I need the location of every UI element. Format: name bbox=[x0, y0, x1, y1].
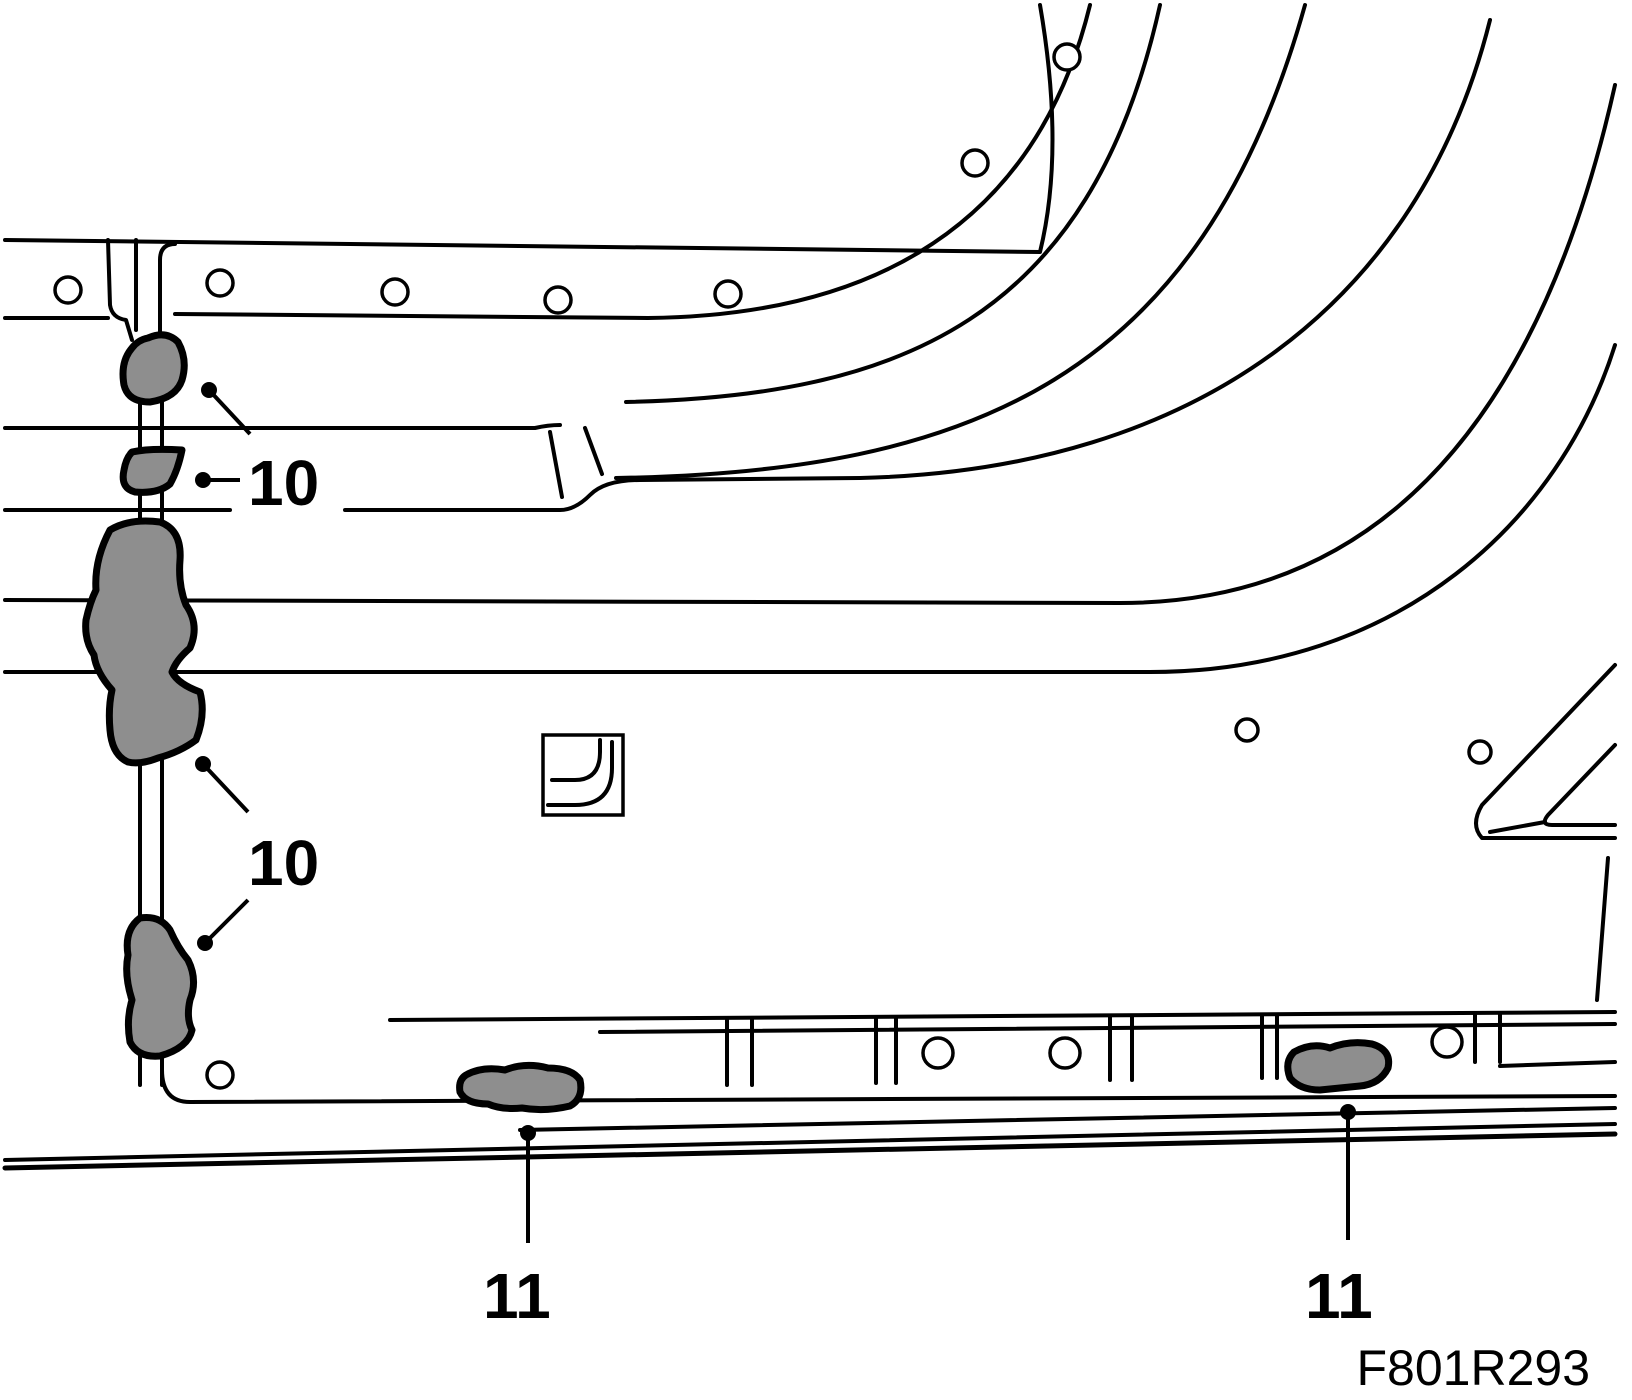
hole bbox=[53, 275, 83, 305]
figure-code: F801R293 bbox=[1357, 1340, 1591, 1396]
rocker-line-3 bbox=[518, 1106, 1617, 1132]
sill-mid-line bbox=[1498, 1060, 1617, 1068]
plug-frame bbox=[541, 733, 625, 817]
sealant-blob-11-right bbox=[1284, 1039, 1393, 1094]
rear-corner bbox=[1474, 663, 1617, 1002]
corner-crease bbox=[1488, 820, 1547, 834]
leader-line-10a-upper bbox=[207, 388, 252, 436]
hole bbox=[1467, 739, 1493, 765]
hole bbox=[1430, 1025, 1464, 1059]
sealant-blobs bbox=[82, 331, 1393, 1114]
sill-bottom-line bbox=[160, 1068, 1617, 1104]
hole bbox=[380, 277, 410, 307]
arch-line-3 bbox=[624, 3, 1162, 404]
hole bbox=[205, 268, 235, 298]
leader-dot bbox=[197, 935, 213, 951]
hole bbox=[543, 285, 573, 315]
square-plug bbox=[541, 733, 625, 817]
arch-line-6 bbox=[3, 83, 1617, 605]
roof-arch-lines bbox=[3, 3, 1617, 674]
hole bbox=[960, 148, 990, 178]
holes bbox=[53, 42, 1493, 1090]
pillar-edge-right-top bbox=[158, 242, 177, 342]
hole bbox=[921, 1036, 955, 1070]
notch-line-a bbox=[548, 430, 564, 499]
sealant-blob-10-small bbox=[119, 445, 186, 496]
notch-line-b bbox=[583, 426, 604, 476]
hole bbox=[713, 279, 743, 309]
pillar-edge-left-top bbox=[106, 238, 134, 342]
callout-10-lower: 10 bbox=[248, 827, 319, 899]
plug-arc-inner bbox=[550, 738, 602, 782]
arch-line-4 bbox=[614, 3, 1307, 480]
sealant-blob-11-left bbox=[456, 1061, 585, 1114]
hole bbox=[1052, 42, 1082, 72]
leader-dot bbox=[195, 472, 211, 488]
leaders bbox=[195, 382, 1356, 1243]
callout-11-left: 11 bbox=[483, 1260, 551, 1332]
callout-11-right: 11 bbox=[1305, 1260, 1373, 1332]
rail-line-mid bbox=[3, 423, 562, 430]
leader-dot bbox=[201, 382, 217, 398]
rocker-line-2 bbox=[3, 1122, 1617, 1162]
corner-outer bbox=[1474, 663, 1617, 840]
leader-line-10b-upper bbox=[201, 762, 250, 814]
callout-10-upper: 10 bbox=[248, 447, 319, 519]
sill-top-line bbox=[388, 1010, 1617, 1022]
leader-dot bbox=[1340, 1104, 1356, 1120]
arch-line-7 bbox=[3, 343, 1617, 674]
hole bbox=[1234, 717, 1260, 743]
leader-dot bbox=[520, 1125, 536, 1141]
hole bbox=[205, 1060, 235, 1090]
sealant-blob-10-lower bbox=[123, 914, 197, 1060]
leader-line-10b-lower bbox=[203, 898, 250, 945]
sealant-blob-10-large bbox=[82, 517, 206, 767]
plug-arc-outer bbox=[546, 740, 614, 807]
corner-inner bbox=[1542, 743, 1617, 827]
sill-lines bbox=[2, 316, 1618, 1171]
arch-line-5 bbox=[343, 18, 1492, 512]
sill-reinforcements bbox=[598, 1012, 1617, 1087]
leader-dot bbox=[195, 756, 211, 772]
sealant-blob-10-upper bbox=[119, 331, 188, 406]
arch-line-1 bbox=[3, 3, 1055, 254]
rocker-line-1 bbox=[2, 1131, 1618, 1171]
hole bbox=[1048, 1036, 1082, 1070]
rear-vertical-line bbox=[1595, 856, 1610, 1002]
arch-line-2 bbox=[173, 3, 1092, 320]
